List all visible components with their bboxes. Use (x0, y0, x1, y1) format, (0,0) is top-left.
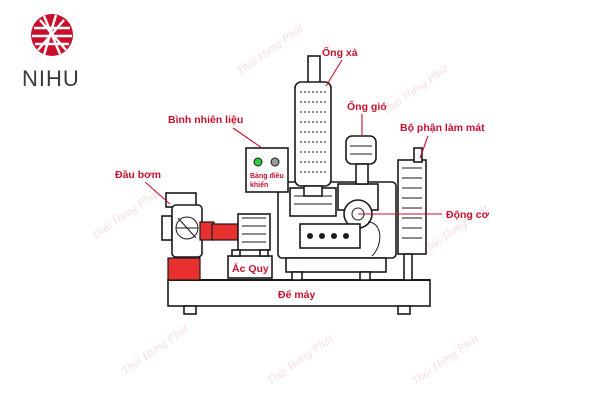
engine-block (277, 181, 397, 281)
brand-name: NIHU (22, 66, 80, 91)
battery-label: Ắc Quy (232, 262, 269, 275)
control-panel: Bảng điều khiển (245, 147, 289, 193)
watermark-text: Thái Hưng Phát (234, 21, 306, 78)
exhaust-pipe-label: Ống xả (322, 45, 358, 59)
engine-label: Động cơ (446, 209, 490, 221)
watermark-text: Thái Hưng Phát (264, 331, 336, 388)
watermark-text: Thái Hưng Phát (119, 321, 191, 378)
cooling-unit (397, 147, 427, 281)
drive-coupling (211, 213, 271, 251)
watermark-text: Thái Hưng Phát (409, 331, 481, 388)
watermark-text: Thái Hưng Phát (89, 186, 161, 243)
air-filter (345, 135, 377, 185)
brand-logo: NIHU (22, 14, 80, 91)
pump-head (161, 192, 215, 281)
control-panel-label-line1: Bảng điều (250, 171, 284, 180)
exhaust-pipe (294, 55, 332, 197)
base-frame (167, 279, 431, 315)
cooling-unit-label: Bộ phận làm mát (400, 122, 485, 134)
labels: Ống xả Ống gió Bình nhiên liệu Bộ phận l… (115, 45, 490, 301)
base-frame-label: Đế máy (278, 289, 316, 301)
globe-grid-icon (31, 14, 73, 56)
battery: Ắc Quy (227, 249, 273, 279)
control-panel-label-line2: khiển (250, 181, 268, 189)
fuel-tank-label: Bình nhiên liệu (168, 114, 243, 126)
watermark-text: Thái Hưng Phát (379, 61, 451, 118)
pump-head-label: Đầu bơm (115, 169, 161, 181)
air-pipe-label: Ống gió (347, 99, 387, 113)
